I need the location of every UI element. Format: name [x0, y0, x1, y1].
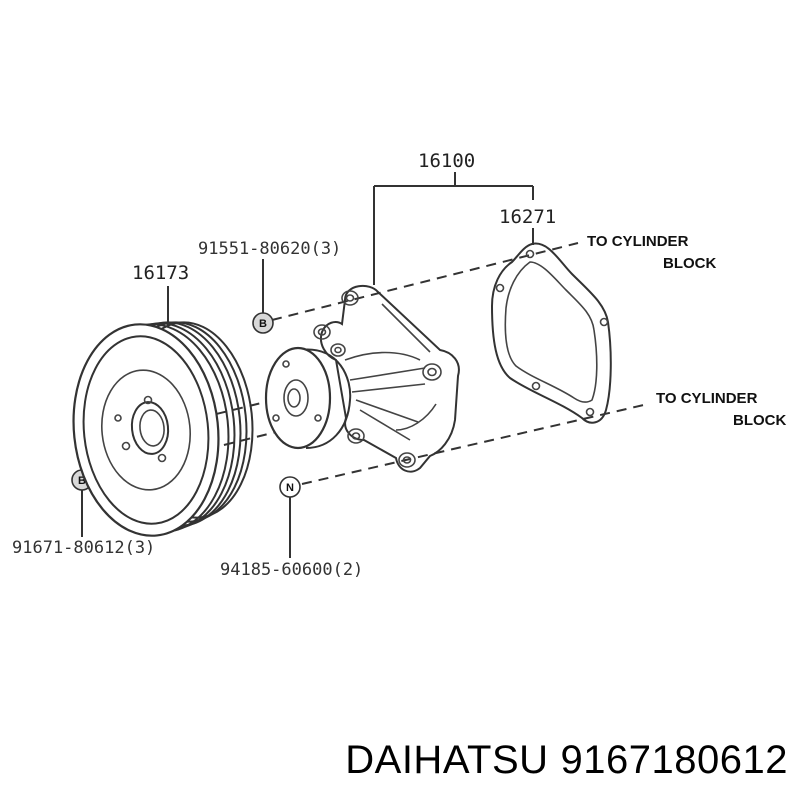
svg-text:TO CYLINDER: TO CYLINDER: [656, 390, 758, 407]
pump-body-illustration: [313, 284, 460, 473]
badge-nut: N: [279, 476, 301, 498]
gasket-illustration: [490, 242, 612, 424]
note-lower-to-cylinder-block: TO CYLINDER BLOCK: [656, 390, 786, 429]
part-number: 9167180612: [560, 738, 788, 782]
svg-text:BLOCK: BLOCK: [733, 412, 786, 429]
callout-16100: 16100: [418, 150, 475, 172]
callout-16173: 16173: [132, 262, 189, 284]
callout-bolt-bottom: 91671-80612(3): [12, 538, 155, 558]
pulley-illustration: [72, 321, 254, 537]
pump-flange-illustration: [264, 346, 352, 450]
callout-nut: 94185-60600(2): [220, 560, 363, 580]
note-upper-to-cylinder-block: TO CYLINDER BLOCK: [587, 233, 716, 272]
badge-bolt-top: B: [252, 312, 274, 334]
leader-lines: [81, 172, 534, 558]
svg-text:N: N: [286, 482, 294, 494]
callout-bolt-top: 91551-80620(3): [198, 239, 341, 259]
svg-text:B: B: [259, 318, 267, 330]
svg-text:BLOCK: BLOCK: [663, 255, 716, 272]
svg-text:B: B: [78, 475, 86, 487]
brand-name: DAIHATSU: [345, 738, 549, 782]
callout-16271: 16271: [499, 206, 556, 228]
svg-text:TO CYLINDER: TO CYLINDER: [587, 233, 689, 250]
